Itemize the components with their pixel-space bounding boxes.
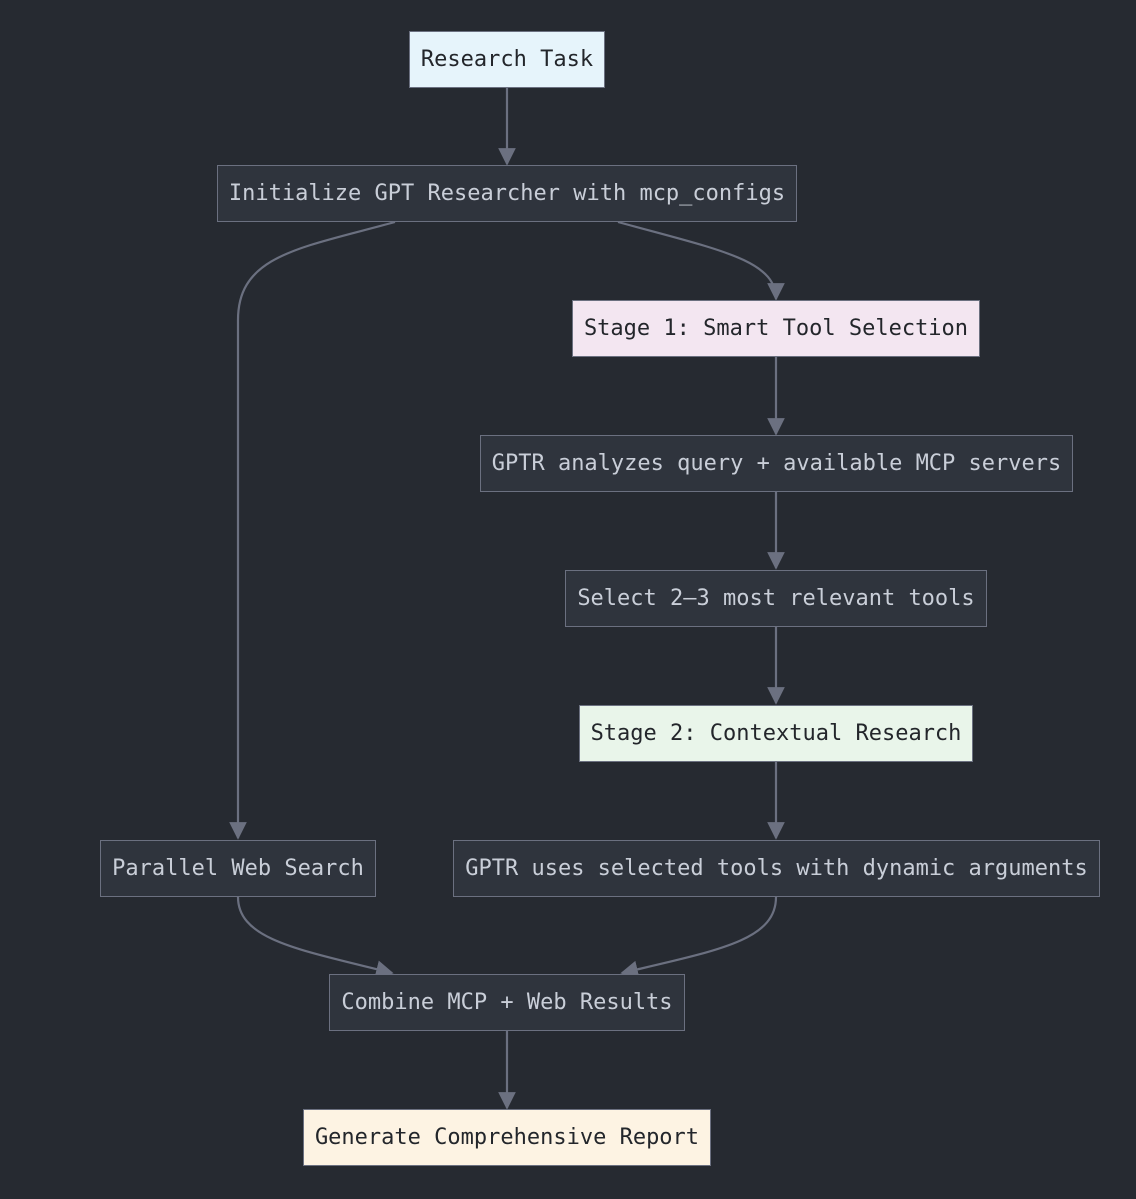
node-analyze: GPTR analyzes query + available MCP serv… <box>480 435 1073 492</box>
edge-use-tools-to-combine <box>620 896 778 978</box>
node-stage2: Stage 2: Contextual Research <box>579 705 973 762</box>
node-initialize: Initialize GPT Researcher with mcp_confi… <box>217 165 797 222</box>
node-select-tools: Select 2–3 most relevant tools <box>565 570 987 627</box>
node-stage1: Stage 1: Smart Tool Selection <box>572 300 980 357</box>
node-research-task: Research Task <box>409 31 605 88</box>
edge-initialize-to-web-search <box>229 220 396 840</box>
node-web-search: Parallel Web Search <box>100 840 376 897</box>
edge-initialize-to-stage1 <box>617 220 785 301</box>
node-combine: Combine MCP + Web Results <box>329 974 685 1031</box>
node-use-tools: GPTR uses selected tools with dynamic ar… <box>453 840 1100 897</box>
node-report: Generate Comprehensive Report <box>303 1109 711 1166</box>
edge-web-search-to-combine <box>236 896 394 978</box>
